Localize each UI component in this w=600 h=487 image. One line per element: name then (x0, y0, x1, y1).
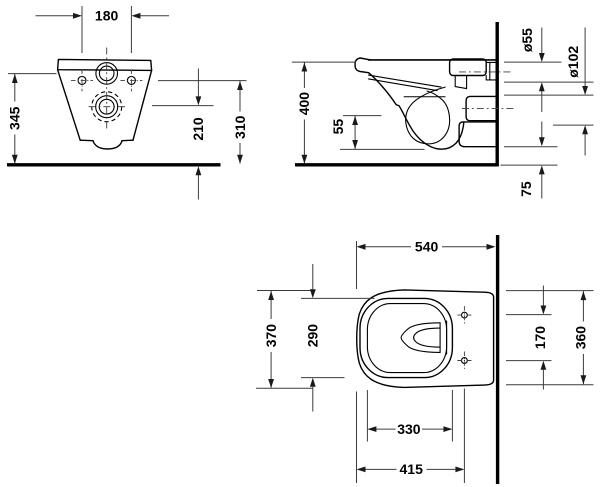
dim-top-width: 370 (256, 290, 316, 389)
dim-label-330: 330 (397, 421, 421, 437)
seat-hole-bottom (457, 351, 472, 370)
dim-label-75: 75 (518, 181, 534, 197)
dim-label-310: 310 (232, 115, 248, 139)
dim-label-290: 290 (305, 324, 321, 348)
dim-outlet-diameter: ø102 (504, 27, 594, 156)
dim-top-inner-length: 330 (366, 390, 453, 442)
dim-label-flush-dia: ø55 (519, 28, 535, 52)
dim-label-outlet-dia: ø102 (565, 46, 581, 78)
dim-flush-diameter: ø55 (504, 27, 594, 112)
dim-top-depth: 540 (356, 239, 496, 289)
dim-label-170: 170 (532, 326, 548, 350)
dim-side-sump: 55 (330, 115, 425, 150)
dim-front-height: 345 (7, 73, 57, 164)
dim-front-outlet-height: 210 (152, 68, 214, 200)
dim-label-55: 55 (330, 119, 346, 135)
dim-top-inner-width: 290 (301, 264, 375, 412)
dim-label-180: 180 (95, 8, 119, 24)
dim-seat-hole-distance: 415 (356, 388, 465, 483)
dim-seat-hole-spacing: 170 (506, 285, 552, 390)
side-view-outline (295, 22, 514, 167)
dim-floor-clearance: 75 (500, 121, 558, 199)
dim-top-rear-width: 360 (506, 290, 594, 386)
top-view: 540 370 290 170 (256, 235, 594, 484)
dim-front-mount-width: 180 (35, 6, 169, 53)
dim-label-360: 360 (573, 326, 589, 350)
side-view: 400 55 ø55 ø102 (291, 22, 594, 199)
dim-label-370: 370 (263, 324, 279, 348)
top-view-outline (356, 235, 500, 484)
dim-label-540: 540 (415, 239, 439, 255)
dim-label-345: 345 (7, 106, 23, 130)
dim-side-height: 400 (291, 61, 356, 164)
dim-label-210: 210 (190, 117, 206, 141)
dim-label-400: 400 (296, 92, 312, 116)
dim-label-415: 415 (400, 461, 424, 477)
seat-hole-top (457, 306, 472, 325)
fixing-hole-left (71, 69, 93, 92)
front-view: 180 345 310 210 (7, 6, 248, 200)
fixing-hole-right (120, 69, 143, 92)
dim-front-mount-height: 310 (158, 80, 248, 164)
front-view-outline (7, 47, 221, 167)
